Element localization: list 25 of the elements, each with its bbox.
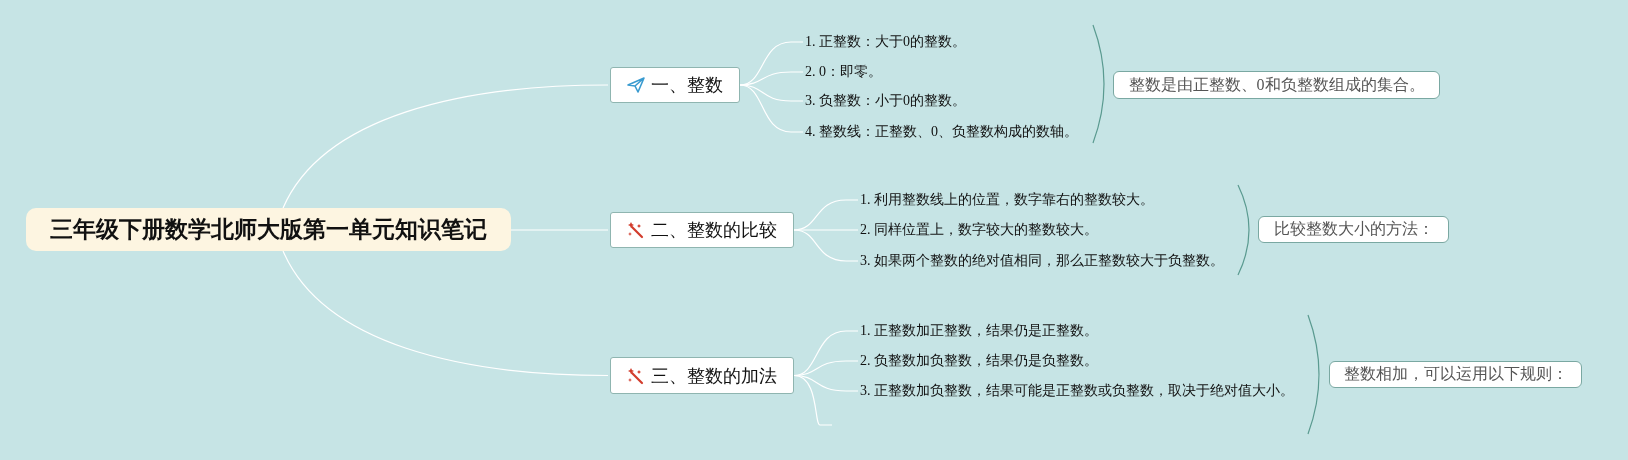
branch-line [793, 374, 833, 426]
item-text: 3. 负整数：小于0的整数。 [805, 91, 966, 111]
item-text: 2. 0：即零。 [805, 62, 882, 82]
item-text: 1. 正整数加正整数，结果仍是正整数。 [860, 321, 1098, 341]
summary-box: 整数是由正整数、0和负整数组成的集合。 [1113, 71, 1440, 99]
branch-line [739, 84, 804, 133]
item-text: 1. 利用整数线上的位置，数字靠右的整数较大。 [860, 190, 1154, 210]
summary-box: 整数相加，可以运用以下规则： [1329, 361, 1582, 388]
topic-box [610, 67, 740, 103]
central-topic-box: 三年级下册数学北师大版第一单元知识笔记 [26, 208, 511, 251]
item-text: 2. 负整数加负整数，结果仍是负整数。 [860, 351, 1098, 371]
item-text: 2. 同样位置上，数字较大的整数较大。 [860, 220, 1098, 240]
branch-line [282, 84, 609, 209]
item-text: 1. 正整数：大于0的整数。 [805, 32, 966, 52]
item-text: 3. 正整数加负整数，结果可能是正整数或负整数，取决于绝对值大小。 [860, 381, 1294, 401]
topic-title: 三、整数的加法 [651, 363, 777, 388]
branch-line [793, 229, 859, 262]
topic-title: 一、整数 [651, 73, 723, 97]
item-text: 3. 如果两个整数的绝对值相同，那么正整数较大于负整数。 [860, 251, 1224, 271]
topic-box [610, 212, 794, 248]
branch-line [282, 250, 609, 377]
item-text: 4. 整数线：正整数、0、负整数构成的数轴。 [805, 122, 1078, 142]
topic-box [610, 357, 794, 394]
topic-title: 二、整数的比较 [651, 218, 777, 242]
summary-box: 比较整数大小的方法： [1258, 216, 1449, 243]
